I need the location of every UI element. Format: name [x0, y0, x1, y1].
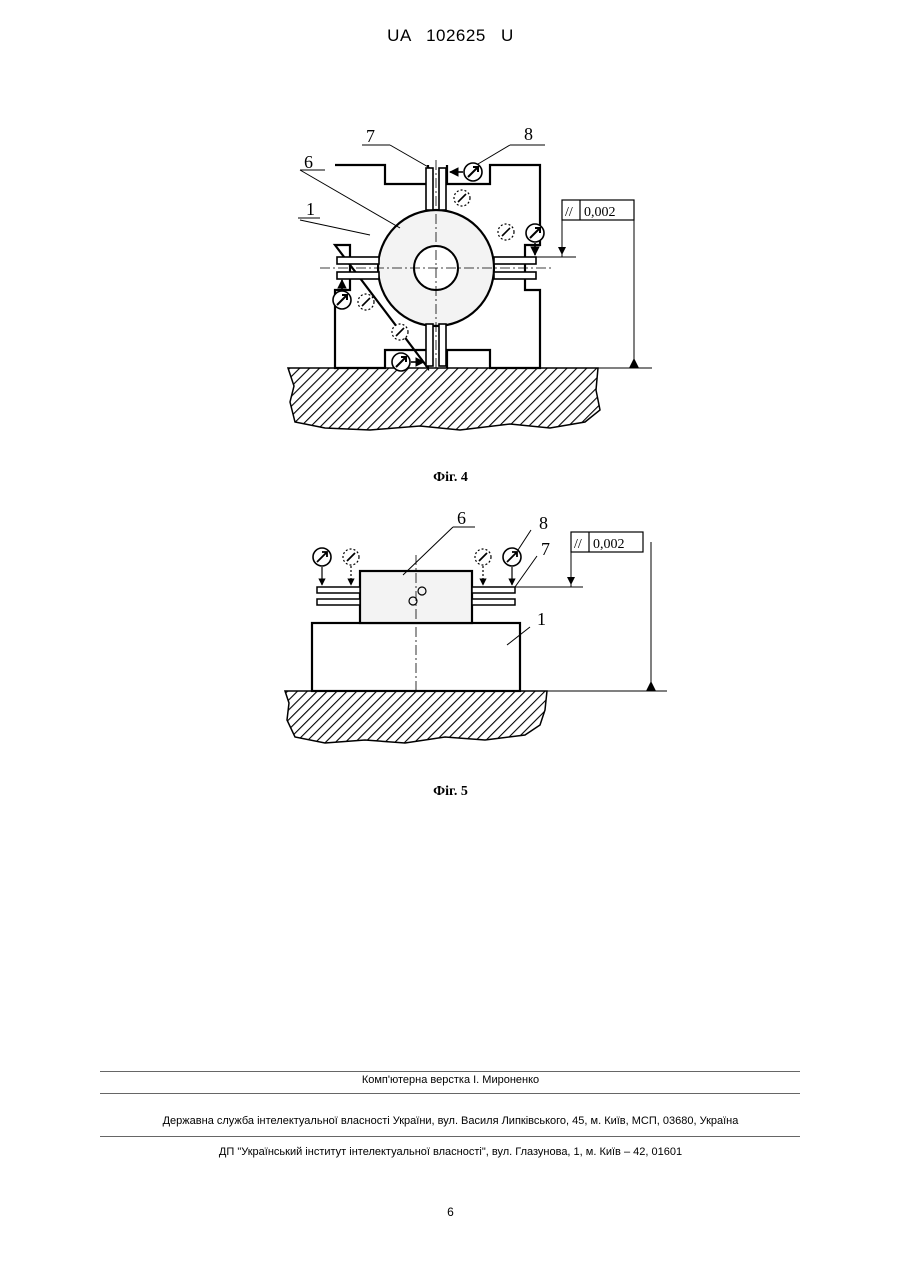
- label-6: 6: [457, 508, 466, 528]
- layout-credit: Комп'ютерна верстка І. Мироненко: [0, 1074, 901, 1086]
- tolerance-value: 0,002: [584, 205, 616, 220]
- footer-rule-middle: [100, 1093, 800, 1094]
- page-number: 6: [0, 1205, 901, 1219]
- label-8: 8: [539, 513, 548, 533]
- figure-5-caption: Фіг. 5: [0, 784, 901, 800]
- label-8: 8: [524, 124, 533, 144]
- footer-rule-bottom: [100, 1136, 800, 1137]
- figure-4-drawing: 6 1 7 8 // 0,002: [270, 110, 670, 440]
- institute-address: ДП "Український інститут інтелектуальної…: [0, 1146, 901, 1158]
- tolerance-value: 0,002: [593, 537, 625, 552]
- patent-number-header: UA 102625 U: [0, 26, 901, 46]
- label-6: 6: [304, 152, 313, 172]
- label-1: 1: [537, 609, 546, 629]
- hatched-base: [285, 691, 547, 743]
- tolerance-symbol: //: [574, 537, 582, 552]
- figure-4-caption: Фіг. 4: [0, 470, 901, 486]
- figure-5-drawing: 6 8 7 1 // 0,002: [275, 505, 675, 750]
- label-7: 7: [541, 539, 550, 559]
- tolerance-symbol: //: [565, 205, 573, 220]
- footer-rule-top: [100, 1071, 800, 1072]
- hatched-base: [288, 368, 600, 430]
- patent-office-address: Державна служба інтелектуальної власност…: [0, 1115, 901, 1127]
- label-7: 7: [366, 126, 375, 146]
- label-1: 1: [306, 199, 315, 219]
